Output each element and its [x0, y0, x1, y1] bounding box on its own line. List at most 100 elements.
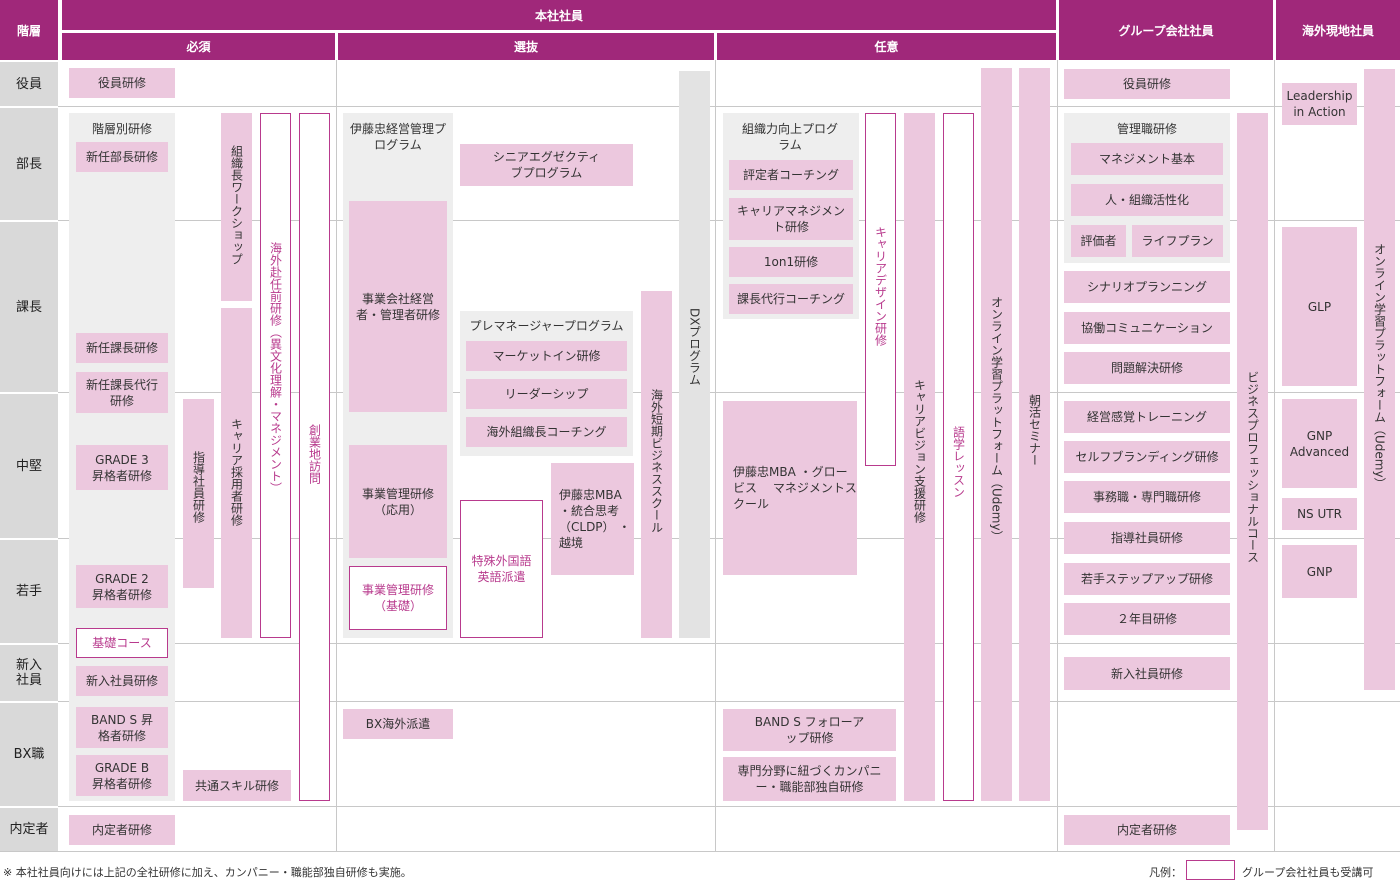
- header-level: 階層: [0, 0, 58, 60]
- leadership: リーダーシップ: [466, 379, 627, 409]
- keiei-kankaku: 経営感覚トレーニング: [1064, 401, 1230, 433]
- kaigai-funin: 海外赴任前研修（異文化理解・マネジメント）: [260, 113, 291, 638]
- grade2: GRADE 2 昇格者研修: [76, 565, 168, 608]
- market-in: マーケットイン研修: [466, 341, 627, 371]
- legend-label: 凡例：: [1149, 866, 1182, 879]
- row-divider: [58, 701, 1400, 702]
- mgmt-kihon: マネジメント基本: [1071, 143, 1223, 175]
- premanager-title: プレマネージャープログラム: [469, 319, 624, 333]
- header-senbatsu: 選抜: [338, 33, 714, 60]
- biz-pro-label: ビジネスプロフェッショナルコース: [1245, 371, 1260, 563]
- tokushu-gaikokugo: 特殊外国語英語派遣: [460, 500, 543, 638]
- ns-utr: NS UTR: [1282, 498, 1357, 530]
- kaigai-funin-label: 海外赴任前研修（異文化理解・マネジメント）: [268, 242, 283, 494]
- career-saiyo: キャリア採用者研修: [221, 308, 252, 638]
- gogaku-lesson: 語学レッスン: [943, 113, 974, 801]
- row-divider: [58, 643, 1400, 644]
- row-divider: [58, 806, 1400, 807]
- kyodo-comm: 協働コミュニケーション: [1064, 312, 1230, 344]
- senior-exec: シニアエグゼクティブプログラム: [460, 144, 633, 186]
- biz-pro-course: ビジネスプロフェッショナルコース: [1237, 113, 1268, 830]
- asakatsu-seminar: 朝活セミナー: [1019, 68, 1050, 801]
- level-wakate: 若手: [0, 540, 58, 643]
- shinnin-bucho: 新任部長研修: [76, 142, 168, 172]
- asakatsu-label: 朝活セミナー: [1027, 394, 1042, 466]
- senmon-kenshu: 専門分野に紐づくカンパニー・職能部独自研修: [723, 757, 896, 801]
- grade-b: GRADE B 昇格者研修: [76, 755, 168, 796]
- jimu-senmon: 事務職・専門職研修: [1064, 481, 1230, 513]
- col-divider: [336, 60, 337, 851]
- kaigai-soshikicho: 海外組織長コーチング: [466, 417, 627, 447]
- jigyo-kiso: 事業管理研修（基礎）: [349, 566, 447, 630]
- row-divider: [58, 392, 1400, 393]
- grade3: GRADE 3 昇格者研修: [76, 445, 168, 490]
- band-s-follow: BAND S フォローアップ研修: [723, 709, 896, 751]
- level-yakuin: 役員: [0, 62, 58, 106]
- life-plan: ライフプラン: [1132, 225, 1223, 257]
- level-bx: BX職: [0, 703, 58, 806]
- hito-soshiki: 人・組織活性化: [1071, 184, 1223, 216]
- career-saiyo-label: キャリア採用者研修: [229, 418, 244, 526]
- level-bucho: 部長: [0, 108, 58, 220]
- header-kaigai: 海外現地社員: [1276, 0, 1400, 60]
- hissu-yakuin: 役員研修: [69, 68, 175, 98]
- gnp-advanced: GNP Advanced: [1282, 399, 1357, 488]
- itochu-keiei-title: 伊藤忠経営管理プログラム: [349, 122, 446, 152]
- col-divider: [715, 60, 716, 851]
- col-divider: [1057, 60, 1058, 851]
- online-udemy-label: オンライン学習プラットフォーム（Udemy）: [989, 296, 1004, 543]
- soshikicho-label: 組織長ワークショップ: [229, 145, 244, 265]
- header-hissu: 必須: [62, 33, 335, 60]
- kaiso-title: 階層別研修: [91, 122, 152, 136]
- header-honsha: 本社社員: [62, 0, 1056, 30]
- soshikicho-workshop: 組織長ワークショップ: [221, 113, 252, 301]
- col-divider: [1274, 60, 1275, 851]
- glp: GLP: [1282, 227, 1357, 386]
- career-vision-label: キャリアビジョン支援研修: [912, 379, 927, 523]
- mondai-kaiketsu: 問題解決研修: [1064, 352, 1230, 384]
- kyotsu-skill: 共通スキル研修: [183, 770, 291, 801]
- career-design-label: キャリアデザイン研修: [873, 226, 888, 346]
- wakate-step: 若手ステップアップ研修: [1064, 563, 1230, 595]
- leadership-in-action: Leadership in Action: [1282, 83, 1357, 125]
- career-design: キャリアデザイン研修: [865, 113, 896, 466]
- level-shinnyu: 新入社員: [0, 645, 58, 701]
- dx-program: DXプログラム: [679, 71, 710, 638]
- hissu-naitei: 内定者研修: [69, 815, 175, 845]
- itochu-mba-globis: 伊藤忠MBA ・グロービス マネジメントスクール: [723, 401, 857, 575]
- shido-shain-label: 指導社員研修: [191, 451, 206, 523]
- band-s: BAND S 昇格者研修: [76, 707, 168, 748]
- scenario-planning: シナリオプランニング: [1064, 271, 1230, 303]
- group-shido: 指導社員研修: [1064, 522, 1230, 554]
- row-divider: [0, 851, 1400, 852]
- kiso-course: 基礎コース: [76, 628, 168, 658]
- soshikiryoku-title: 組織力向上プログラム: [741, 122, 838, 152]
- gogaku-label: 語学レッスン: [951, 426, 966, 498]
- hyoteisha-coaching: 評定者コーチング: [729, 160, 853, 190]
- group-naitei: 内定者研修: [1064, 815, 1230, 845]
- dx-label: DXプログラム: [687, 308, 702, 386]
- jigyo-oyo: 事業管理研修（応用）: [349, 445, 447, 558]
- header-group: グループ会社社員: [1059, 0, 1273, 60]
- career-vision: キャリアビジョン支援研修: [904, 113, 935, 801]
- kaigai-tanki: 海外短期ビジネススクール: [641, 291, 672, 638]
- level-naitei: 内定者: [0, 808, 58, 851]
- kacho-dairi-coaching: 課長代行コーチング: [729, 284, 853, 314]
- sogyo-label: 創業地訪問: [307, 424, 322, 484]
- level-kacho: 課長: [0, 222, 58, 392]
- kaigai-online-udemy: オンライン学習プラットフォーム（Udemy）: [1364, 69, 1395, 690]
- kaigai-tanki-label: 海外短期ビジネススクール: [649, 389, 664, 533]
- group-shinnyu: 新入社員研修: [1064, 657, 1230, 690]
- itochu-mba-cldp: 伊藤忠MBA ・統合思考（CLDP） ・越境: [551, 463, 634, 575]
- sogyo-homon: 創業地訪問: [299, 113, 330, 801]
- nenme2: ２年目研修: [1064, 603, 1230, 635]
- level-chuken: 中堅: [0, 394, 58, 538]
- legend-text: グループ会社社員も受講可: [1242, 866, 1374, 879]
- one-on-one: 1on1研修: [729, 247, 853, 277]
- hyokasha: 評価者: [1071, 225, 1126, 257]
- shido-shain: 指導社員研修: [183, 399, 214, 588]
- legend-swatch: [1186, 860, 1235, 880]
- hissu-shinnyu: 新入社員研修: [76, 666, 168, 696]
- self-branding: セルフブランディング研修: [1064, 441, 1230, 473]
- kaigai-online-label: オンライン学習プラットフォーム（Udemy）: [1372, 243, 1387, 490]
